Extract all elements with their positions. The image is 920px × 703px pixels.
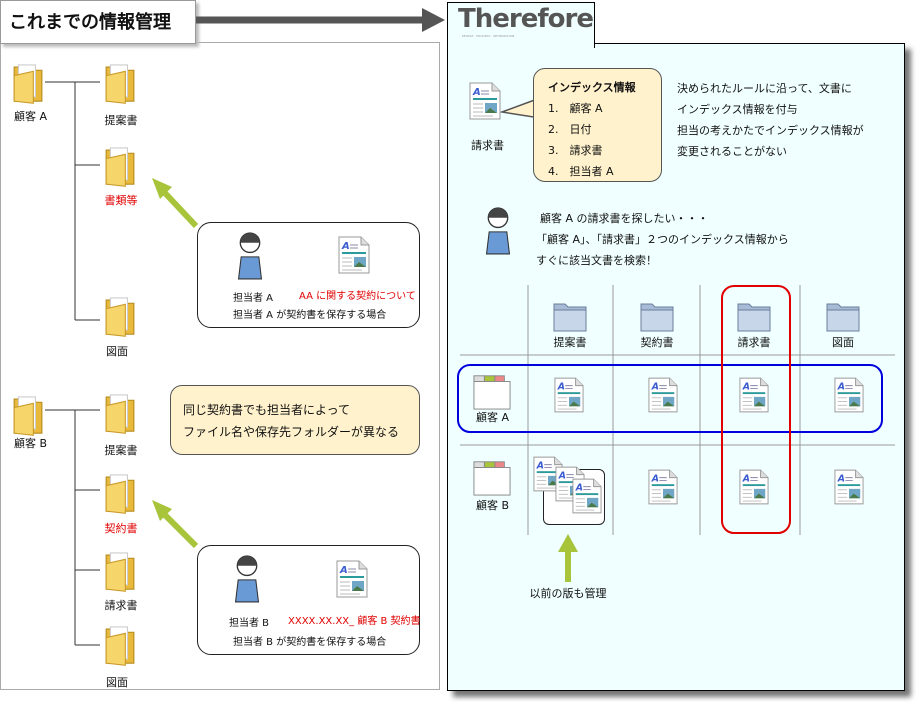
document-icon[interactable]	[739, 469, 769, 505]
column-header: 提案書	[553, 336, 587, 349]
description-line: インデックス情報を付与	[677, 103, 798, 116]
folder-icon[interactable]	[640, 298, 674, 332]
folder-icon[interactable]	[12, 60, 44, 104]
description: 決められたルールに沿って、文書に インデックス情報を付与 担当の考えかたでインデ…	[677, 78, 864, 162]
row-header: 顧客 B	[476, 499, 510, 512]
folder-icon[interactable]	[12, 392, 44, 436]
index-item: 3. 請求書	[548, 144, 603, 157]
search-text: 顧客 A の請求書を探したい・・・ 「顧客 A」、「請求書」２つのインデックス情…	[536, 208, 789, 271]
customer-folder-icon[interactable]	[473, 458, 511, 496]
folder-label: 図面	[106, 345, 128, 358]
folder-label: 書類等	[104, 194, 138, 207]
document-icon[interactable]	[834, 377, 864, 413]
person-icon	[483, 205, 513, 257]
document-name: XXXX.XX.XX_ 顧客 B 契約書	[288, 616, 421, 627]
folder-label: 提案書	[104, 114, 138, 127]
box-caption: 担当者 A が契約書を保存する場合	[233, 310, 387, 321]
therefore-tab	[447, 2, 595, 48]
description-line: 変更されることがない	[677, 145, 787, 158]
folder-label: 図面	[106, 676, 128, 689]
document-icon[interactable]	[336, 560, 368, 598]
index-title: インデックス情報	[548, 81, 636, 94]
document-name: AA に関する契約について	[299, 291, 416, 302]
arrow-head	[422, 8, 445, 32]
folder-label: 提案書	[104, 444, 138, 457]
customer-b-label: 顧客 B	[14, 437, 48, 450]
document-icon[interactable]	[338, 236, 370, 274]
person-icon	[235, 230, 265, 282]
folder-icon[interactable]	[104, 60, 136, 104]
document-icon[interactable]	[469, 75, 501, 127]
customer-folder-icon[interactable]	[473, 372, 511, 410]
logo-tagline: PEOPLE · PROCESS · INFORMATION	[462, 34, 515, 38]
search-line: 「顧客 A」、「請求書」２つのインデックス情報から	[536, 233, 789, 246]
index-item: 1. 顧客 A	[548, 102, 603, 115]
document-icon[interactable]	[554, 377, 584, 413]
index-item: 4. 担当者 A	[548, 165, 614, 178]
row-header: 顧客 A	[476, 411, 510, 424]
note-line: 同じ契約書でも担当者によって	[183, 403, 351, 417]
folder-icon[interactable]	[104, 293, 136, 337]
folder-label: 請求書	[104, 599, 138, 612]
folder-icon[interactable]	[104, 143, 136, 187]
folder-icon[interactable]	[104, 470, 136, 514]
folder-label: 契約書	[104, 522, 138, 535]
folder-icon[interactable]	[104, 390, 136, 434]
customer-a-label: 顧客 A	[14, 110, 48, 123]
document-label: 請求書	[471, 139, 504, 152]
person-icon	[232, 553, 262, 605]
document-icon[interactable]	[572, 478, 602, 514]
staff-b-box	[197, 545, 420, 655]
column-header: 契約書	[640, 336, 674, 349]
inconsistency-note: 同じ契約書でも担当者によって ファイル名や保存先フォルダーが異なる	[170, 385, 420, 455]
document-icon[interactable]	[834, 469, 864, 505]
search-line: 顧客 A の請求書を探したい・・・	[540, 212, 709, 225]
column-header: 図面	[832, 336, 854, 349]
version-label: 以前の版も管理	[529, 587, 607, 600]
index-item: 2. 日付	[548, 123, 592, 136]
document-icon[interactable]	[739, 377, 769, 413]
document-icon[interactable]	[648, 469, 678, 505]
therefore-logo: Therefore	[458, 4, 594, 34]
note-line: ファイル名や保存先フォルダーが異なる	[183, 425, 400, 439]
description-line: 担当の考えかたでインデックス情報が	[677, 124, 864, 137]
staff-name: 担当者 B	[229, 618, 270, 629]
folder-icon[interactable]	[737, 298, 771, 332]
folder-icon[interactable]	[104, 548, 136, 592]
search-line: すぐに該当文書を検索！	[536, 254, 657, 267]
folder-icon[interactable]	[553, 298, 587, 332]
description-line: 決められたルールに沿って、文書に	[677, 82, 852, 95]
index-bubble: インデックス情報 1. 顧客 A 2. 日付 3. 請求書 4. 担当者 A	[533, 68, 662, 182]
folder-icon[interactable]	[826, 298, 860, 332]
box-caption: 担当者 B が契約書を保存する場合	[233, 637, 387, 648]
staff-name: 担当者 A	[233, 293, 274, 304]
legacy-title: これまでの情報管理	[0, 0, 196, 44]
staff-a-box	[197, 222, 420, 328]
column-header: 請求書	[737, 336, 771, 349]
document-icon[interactable]	[648, 377, 678, 413]
folder-icon[interactable]	[104, 622, 136, 666]
